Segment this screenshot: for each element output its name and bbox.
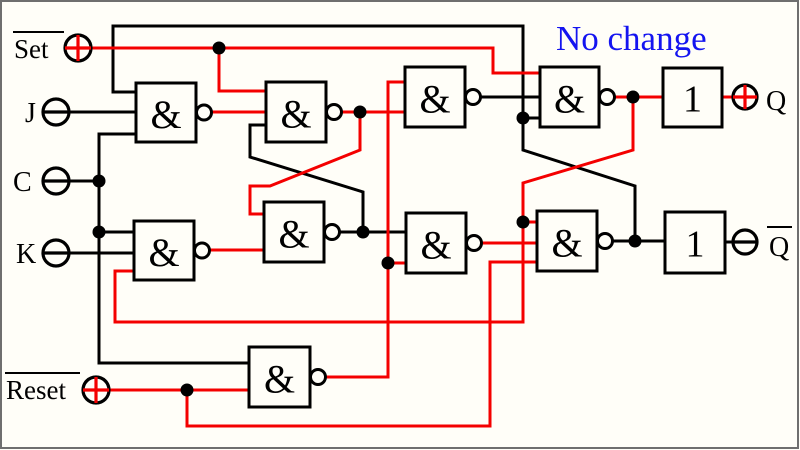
nand-gate-g8: &: [535, 209, 614, 273]
gate-body-g4: [538, 65, 601, 129]
terminal-qbar: Q: [731, 226, 792, 263]
gate-body-g5: [132, 219, 196, 282]
gate-symbol-buf-q: 1: [683, 79, 702, 121]
terminal-k[interactable]: K: [16, 238, 71, 270]
inversion-bubble-g1: [195, 103, 213, 122]
inversion-bubble-g5: [193, 241, 211, 260]
annotation-no-change: No change: [556, 19, 707, 58]
junction-dot: [628, 234, 642, 248]
nand-gate-g7: &: [404, 211, 483, 275]
wire-reset-feedback-to-g8: [185, 260, 537, 428]
junction-dot: [516, 111, 530, 125]
buffer-gate-buf-qbar: 1: [663, 210, 727, 275]
nand-gate-g2: &: [264, 80, 343, 144]
label-qbar: Q: [769, 232, 789, 263]
gate-symbol-g7: &: [420, 223, 451, 268]
nand-gate-g9: &: [247, 345, 327, 409]
nand-gate-g1: &: [134, 81, 213, 144]
junction-dot: [626, 90, 640, 104]
terminal-set[interactable]: Set: [13, 31, 93, 64]
wire-g9-output-clockbar: [325, 80, 405, 379]
wire-g2-cross-to-g6: [248, 112, 362, 216]
gate-symbol-g3: &: [419, 77, 450, 122]
label-q: Q: [766, 86, 786, 117]
gate-symbol-g5: &: [148, 230, 179, 275]
gate-body-g6: [262, 200, 326, 264]
wire-g6-cross-to-g2: [248, 123, 365, 232]
nand-gate-g3: &: [403, 65, 482, 129]
gate-symbol-buf-qbar: 1: [686, 224, 705, 266]
gate-body-g9: [247, 345, 312, 409]
junction-dot: [92, 174, 106, 188]
junction-dot: [353, 105, 367, 119]
terminal-reset[interactable]: Reset: [5, 372, 111, 405]
wire-set-branch-to-g2: [217, 48, 266, 93]
junction-dot: [212, 41, 226, 55]
junction-dot: [356, 225, 370, 239]
label-j: J: [25, 98, 36, 129]
gate-symbol-g4: &: [554, 77, 585, 122]
gate-symbol-g9: &: [264, 357, 295, 402]
terminal-c[interactable]: C: [13, 166, 71, 198]
gate-symbol-g6: &: [278, 212, 309, 257]
gate-body-buf-qbar: [663, 210, 727, 275]
gate-body-g2: [264, 80, 328, 144]
inversion-bubble-g8: [596, 232, 614, 250]
inversion-bubble-g9: [309, 368, 327, 386]
label-k: K: [16, 239, 36, 270]
gate-body-buf-q: [661, 66, 724, 129]
gate-body-g8: [535, 209, 599, 273]
wire-c-bus: [97, 132, 249, 365]
nand-gate-g5: &: [132, 219, 211, 282]
inversion-bubble-g7: [465, 234, 483, 252]
inversion-bubble-g2: [325, 103, 343, 121]
junction-dot: [180, 383, 194, 397]
gate-symbol-g1: &: [150, 92, 181, 137]
buffer-gate-buf-q: 1: [661, 66, 724, 129]
wire-q-cross-feedback: [113, 97, 635, 324]
junction-dot: [381, 256, 395, 270]
terminal-q: Q: [731, 83, 786, 117]
label-c: C: [13, 167, 32, 198]
junction-dot: [92, 225, 106, 239]
nand-gate-g4: &: [538, 65, 616, 129]
label-set: Set: [14, 34, 49, 64]
inversion-bubble-g4: [598, 88, 616, 106]
gate-symbol-g8: &: [551, 221, 582, 266]
inversion-bubble-g6: [323, 223, 341, 241]
nand-gate-g6: &: [262, 200, 341, 264]
wire-qbar-feedback-to-g1: [111, 24, 637, 241]
junction-dot: [516, 215, 530, 229]
wire-set-main: [91, 46, 540, 75]
terminal-j[interactable]: J: [25, 97, 71, 129]
label-reset: Reset: [6, 375, 66, 405]
gate-body-g3: [403, 65, 467, 129]
gate-symbol-g2: &: [280, 92, 311, 137]
inversion-bubble-g3: [464, 88, 482, 106]
